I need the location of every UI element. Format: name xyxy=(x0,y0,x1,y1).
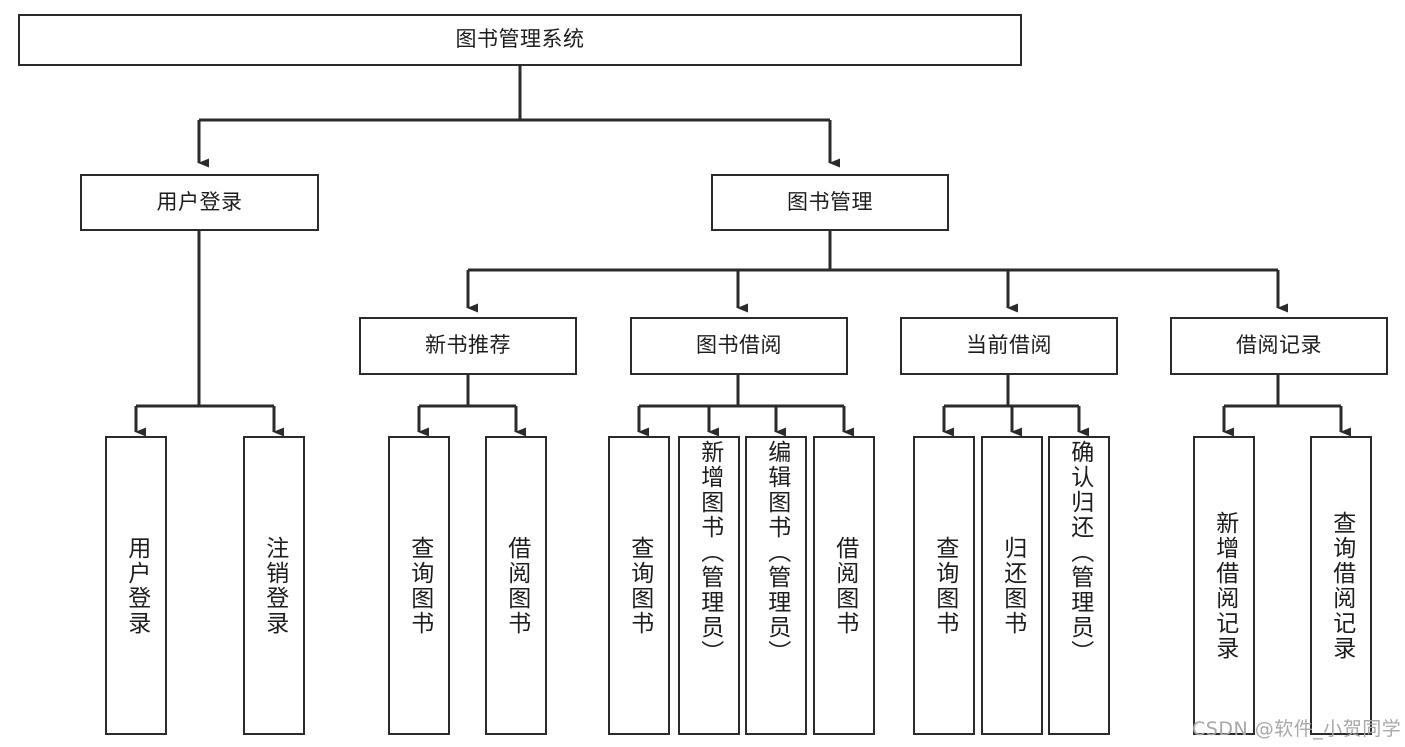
node-leaf-rec-search-label: 查询借阅记录 xyxy=(1328,510,1355,661)
node-leaf-cur-query[interactable]: 查询图书 xyxy=(913,436,975,735)
node-leaf-rec-add-label: 新增借阅记录 xyxy=(1211,510,1238,661)
node-current-borrow-label: 当前借阅 xyxy=(966,333,1052,358)
node-leaf-rec-borrow-label: 借阅图书 xyxy=(503,535,530,636)
node-new-book-rec[interactable]: 新书推荐 xyxy=(359,317,577,375)
connectors-borrowrecord-to-leaves xyxy=(1222,375,1351,437)
node-leaf-cur-query-label: 查询图书 xyxy=(931,535,958,636)
connectors-currentborrow-to-leaves xyxy=(942,375,1089,437)
node-leaf-rec-search[interactable]: 查询借阅记录 xyxy=(1310,436,1372,735)
node-leaf-borrow-query-label: 查询图书 xyxy=(626,535,653,636)
node-user-login-label: 用户登录 xyxy=(156,189,243,214)
node-leaf-borrow-query[interactable]: 查询图书 xyxy=(608,436,670,735)
node-leaf-user-login[interactable]: 用户登录 xyxy=(105,436,167,735)
connectors-userlogin-to-leaves xyxy=(134,231,284,437)
node-leaf-borrow-edit[interactable]: 编辑图书（管理员） xyxy=(745,436,807,735)
node-book-manage[interactable]: 图书管理 xyxy=(711,174,949,231)
node-leaf-cur-return-label: 归还图书 xyxy=(999,535,1026,636)
node-leaf-user-logout[interactable]: 注销登录 xyxy=(243,436,305,735)
node-leaf-rec-query[interactable]: 查询图书 xyxy=(388,436,450,735)
node-leaf-borrow-do[interactable]: 借阅图书 xyxy=(813,436,875,735)
node-book-manage-label: 图书管理 xyxy=(787,189,873,214)
connectors-root-to-level1 xyxy=(197,66,840,168)
node-leaf-borrow-add-label: 新增图书（管理员） xyxy=(696,440,723,665)
node-leaf-borrow-do-label: 借阅图书 xyxy=(831,535,858,636)
node-root[interactable]: 图书管理系统 xyxy=(18,14,1022,66)
connectors-newbook-to-leaves xyxy=(417,375,526,437)
node-leaf-cur-confirm[interactable]: 确认归还（管理员） xyxy=(1048,436,1110,735)
node-borrow-record-label: 借阅记录 xyxy=(1236,333,1322,358)
node-leaf-rec-query-label: 查询图书 xyxy=(406,535,433,636)
node-book-borrow[interactable]: 图书借阅 xyxy=(630,317,848,375)
node-leaf-user-logout-label: 注销登录 xyxy=(261,535,288,636)
node-leaf-user-login-label: 用户登录 xyxy=(123,535,150,636)
node-root-label: 图书管理系统 xyxy=(455,27,585,52)
node-leaf-cur-return[interactable]: 归还图书 xyxy=(981,436,1043,735)
node-leaf-cur-confirm-label: 确认归还（管理员） xyxy=(1066,440,1093,665)
connectors-bookmanage-to-level2 xyxy=(466,231,1288,313)
node-current-borrow[interactable]: 当前借阅 xyxy=(900,317,1118,375)
node-book-borrow-label: 图书借阅 xyxy=(696,333,782,358)
node-borrow-record[interactable]: 借阅记录 xyxy=(1170,317,1388,375)
node-leaf-borrow-add[interactable]: 新增图书（管理员） xyxy=(678,436,740,735)
node-leaf-rec-add[interactable]: 新增借阅记录 xyxy=(1193,436,1255,735)
node-leaf-rec-borrow[interactable]: 借阅图书 xyxy=(485,436,547,735)
node-user-login[interactable]: 用户登录 xyxy=(80,174,319,231)
node-new-book-rec-label: 新书推荐 xyxy=(425,333,511,358)
connectors-bookborrow-to-leaves xyxy=(637,375,854,437)
csdn-watermark: CSDN @软件_小贺同学 xyxy=(1192,718,1402,740)
node-leaf-borrow-edit-label: 编辑图书（管理员） xyxy=(763,440,790,665)
